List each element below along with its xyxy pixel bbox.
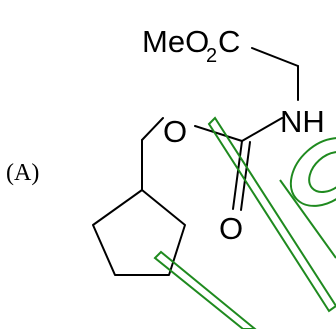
bond-carbonyl-double-1 — [232, 140, 243, 210]
nh-label: NH — [280, 104, 325, 139]
ester-suffix: C — [218, 24, 240, 59]
ether-oxygen-label: O — [163, 114, 187, 149]
bond-carbonyl-ether-o — [194, 125, 243, 142]
annotation-loop-tail — [279, 179, 336, 259]
panel-label: (A) — [6, 160, 39, 186]
annotation-loop-inner — [308, 151, 336, 193]
annotation-bar-lower — [153, 250, 257, 329]
ester-prefix: MeO — [142, 24, 209, 59]
bond-ester-ch2 — [251, 47, 299, 67]
ester-subscript: 2 — [206, 45, 217, 67]
carbonyl-oxygen-label: O — [219, 211, 243, 246]
bond-carbonyl-double-2 — [240, 141, 251, 211]
annotation-loop-outer — [289, 137, 336, 207]
cyclopentane-ring — [92, 189, 186, 276]
bond-ether-o-ch2 — [141, 117, 164, 141]
bond-nh-carbonyl — [241, 117, 283, 142]
annotation-bar-upper — [207, 116, 336, 313]
